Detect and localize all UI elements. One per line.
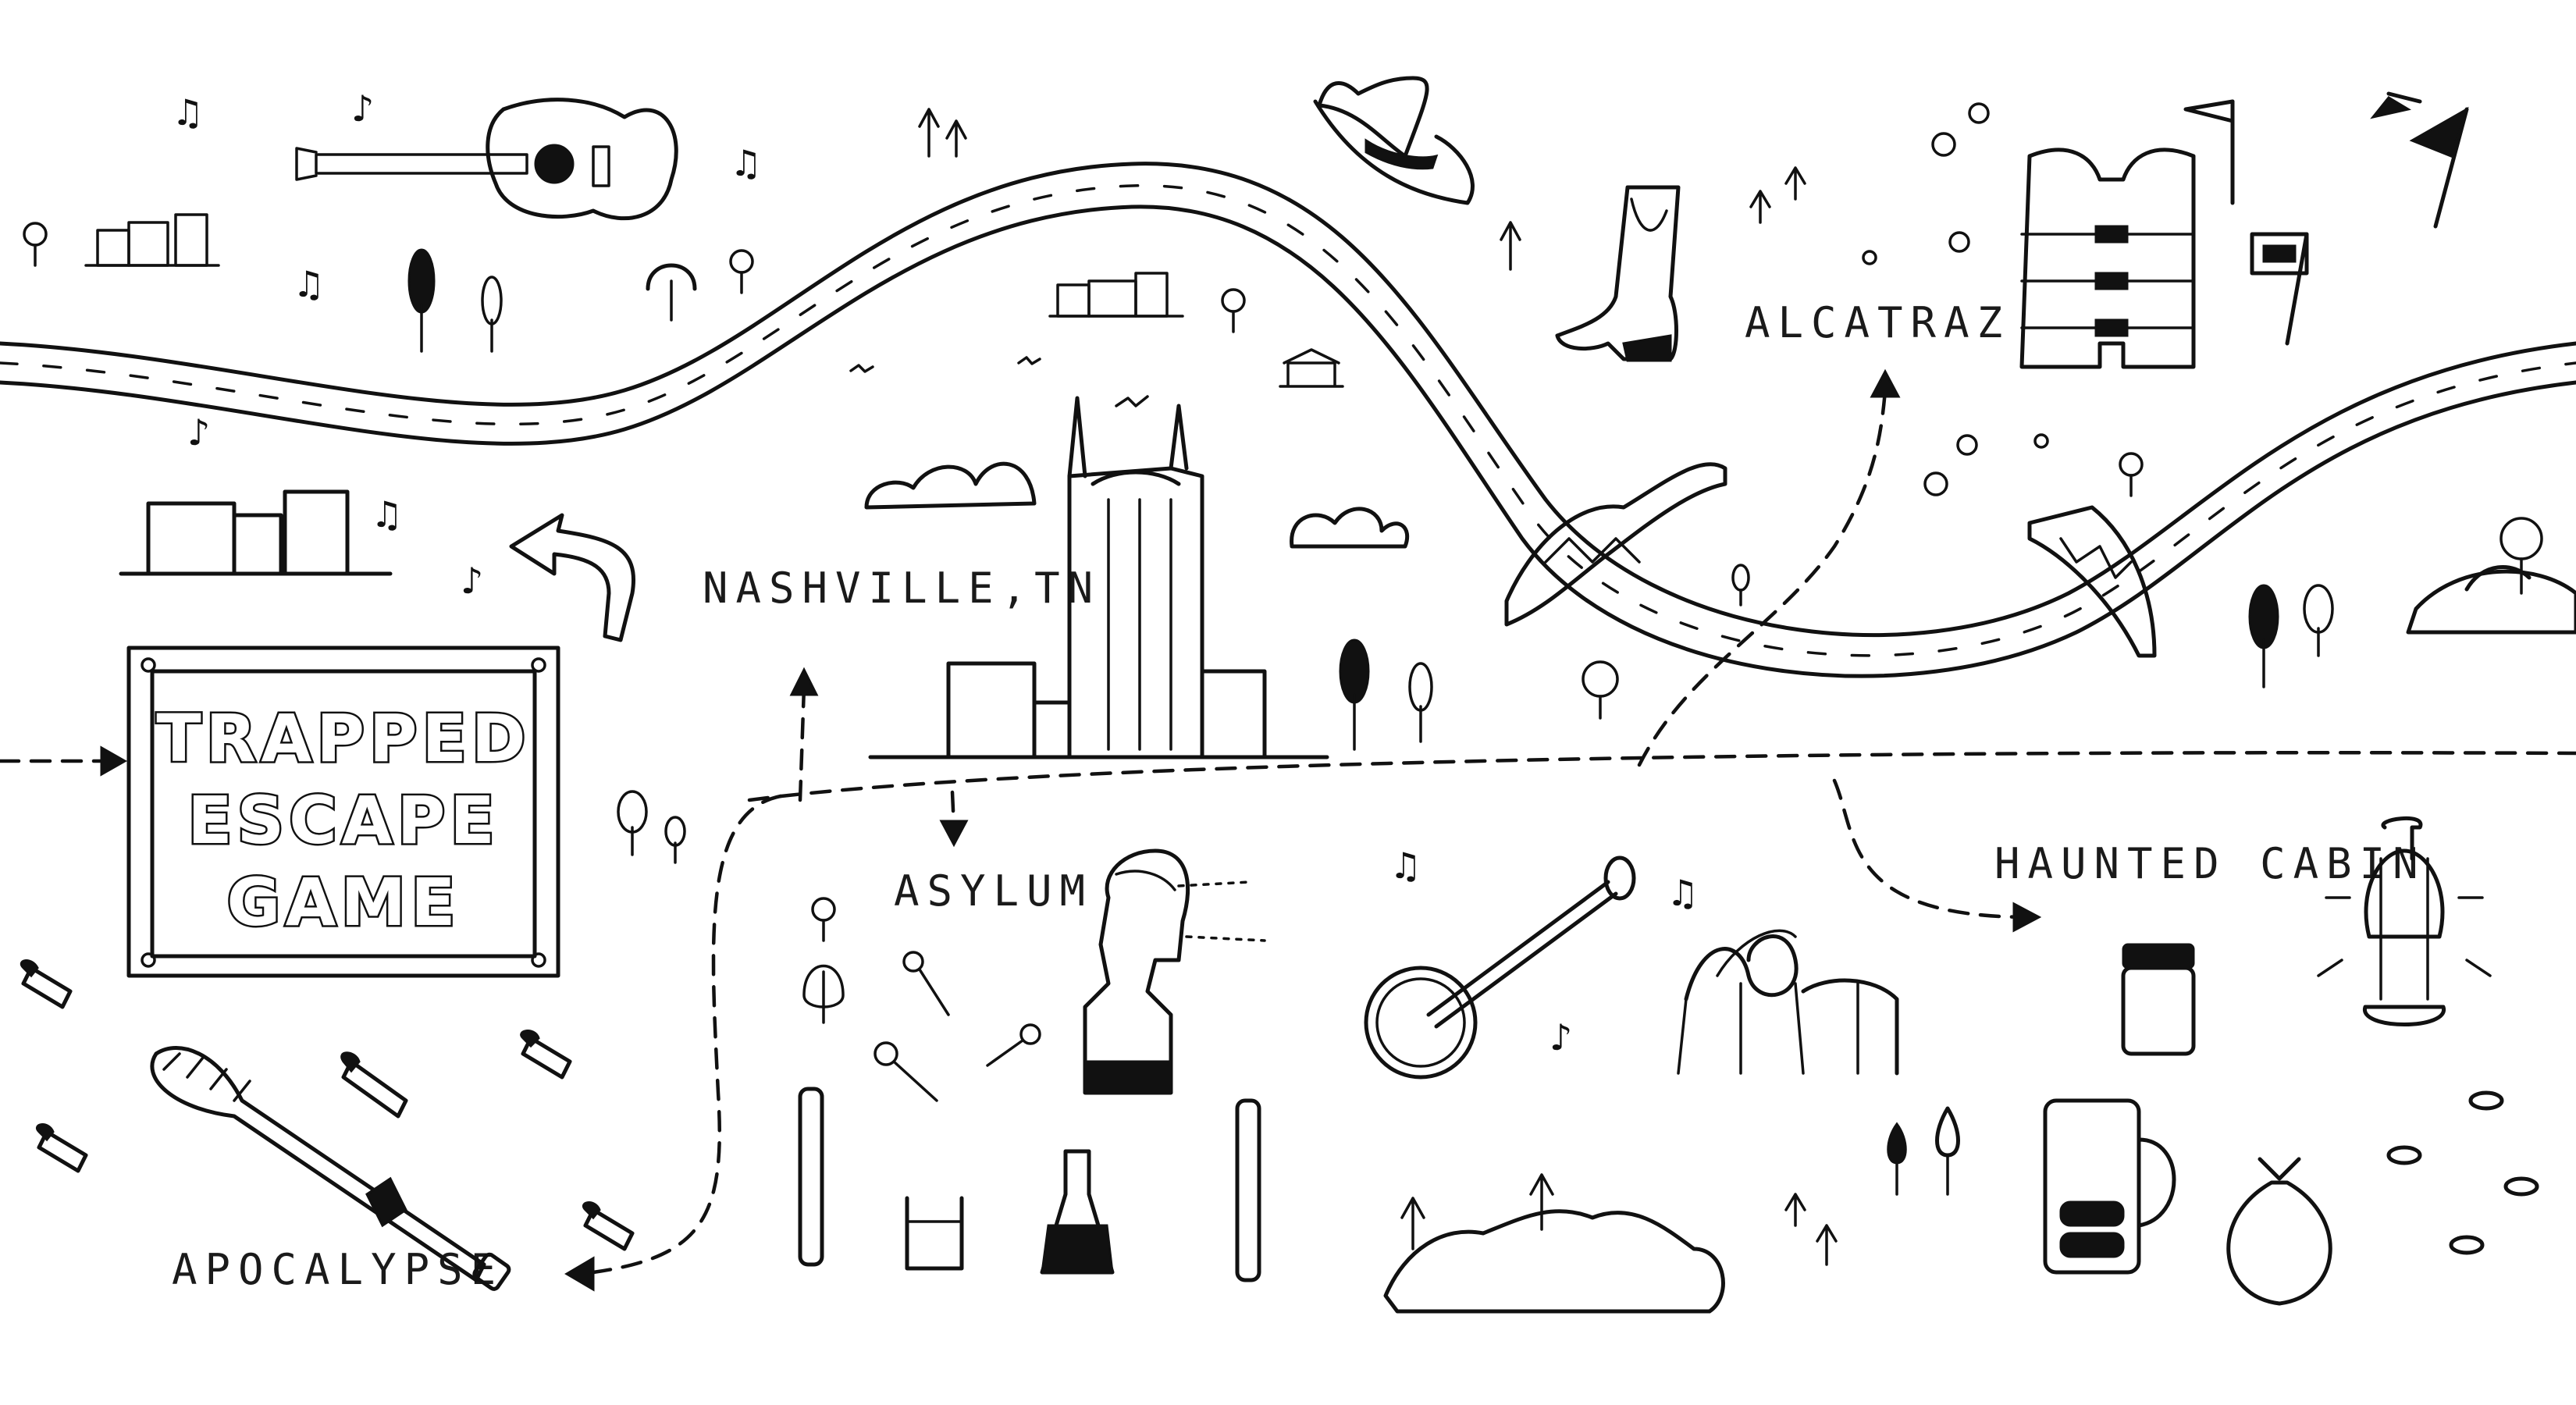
svg-text:♪: ♪ [1550,1016,1572,1058]
bubbles [1862,102,2049,496]
baseball-bat-icon [150,1046,511,1291]
life-vest-icon [2019,148,2196,369]
svg-text:♪: ♪ [351,87,374,130]
location-label-apocalypse[interactable]: APOCALYPSE [172,1245,503,1294]
mason-jar-icon [2043,943,2196,1275]
music-note-icon: ♫ ♪ ♫ ♫ ♪ ♫ ♪ ♫ ♫ ♪ [172,87,1699,1058]
location-label-nashville[interactable]: NASHVILLE,TN [703,564,1101,613]
coins [2386,1090,2539,1255]
location-label-alcatraz[interactable]: ALCATRAZ [1745,298,2010,347]
key-icon [873,951,1041,1102]
cowboy-hat-icon [1313,76,1475,205]
title-sign: TRAPPED ESCAPE GAME [126,646,560,978]
beaker-icon [905,1196,964,1271]
test-tube-icon [798,1087,1261,1282]
roller-coaster-icon [1677,929,1899,1076]
skyline-icon [868,396,1329,759]
lantern-icon [2317,816,2492,1026]
location-label-haunted-cabin[interactable]: HAUNTED CABIN [1994,839,2426,888]
money-bag-icon [2226,1157,2332,1306]
arrow-head-icon [939,820,969,848]
phrenology-head-icon [1083,848,1266,1095]
cloud-icon [864,461,1410,549]
guitar-icon [295,98,678,221]
arrow-head-icon [789,667,819,696]
arrow-head-icon [1870,368,1901,398]
arrow-head-icon [564,1256,595,1292]
arrow-sign-icon [509,513,635,642]
main-road [0,162,2576,678]
svg-text:♫: ♫ [293,263,325,305]
house-icon [84,213,1344,576]
cowboy-boot-icon [1555,185,1681,362]
flask-icon [1040,1149,1115,1275]
arrow-head-icon [100,745,128,777]
svg-text:♫: ♫ [371,493,403,535]
flag-icon [2183,91,2469,346]
svg-text:♫: ♫ [730,142,762,184]
location-label-asylum[interactable]: ASYLUM [894,866,1093,916]
birds [849,356,1149,407]
svg-text:♫: ♫ [1389,845,1421,887]
title-line-3: GAME [227,864,461,941]
svg-text:♪: ♪ [187,411,210,454]
bridge-icon [1504,462,2157,658]
title-line-2: ESCAPE [187,782,499,859]
svg-text:♫: ♫ [1667,872,1699,914]
svg-text:♫: ♫ [172,91,204,133]
banjo-icon [1364,855,1636,1080]
title-line-1: TRAPPED [156,700,530,777]
tree-icon [23,108,2543,1266]
hills [1383,565,2576,1314]
bullet-icon [20,959,635,1251]
arrow-head-icon [2012,902,2042,933]
trail-paths [0,368,2576,1292]
svg-text:♪: ♪ [461,560,483,602]
